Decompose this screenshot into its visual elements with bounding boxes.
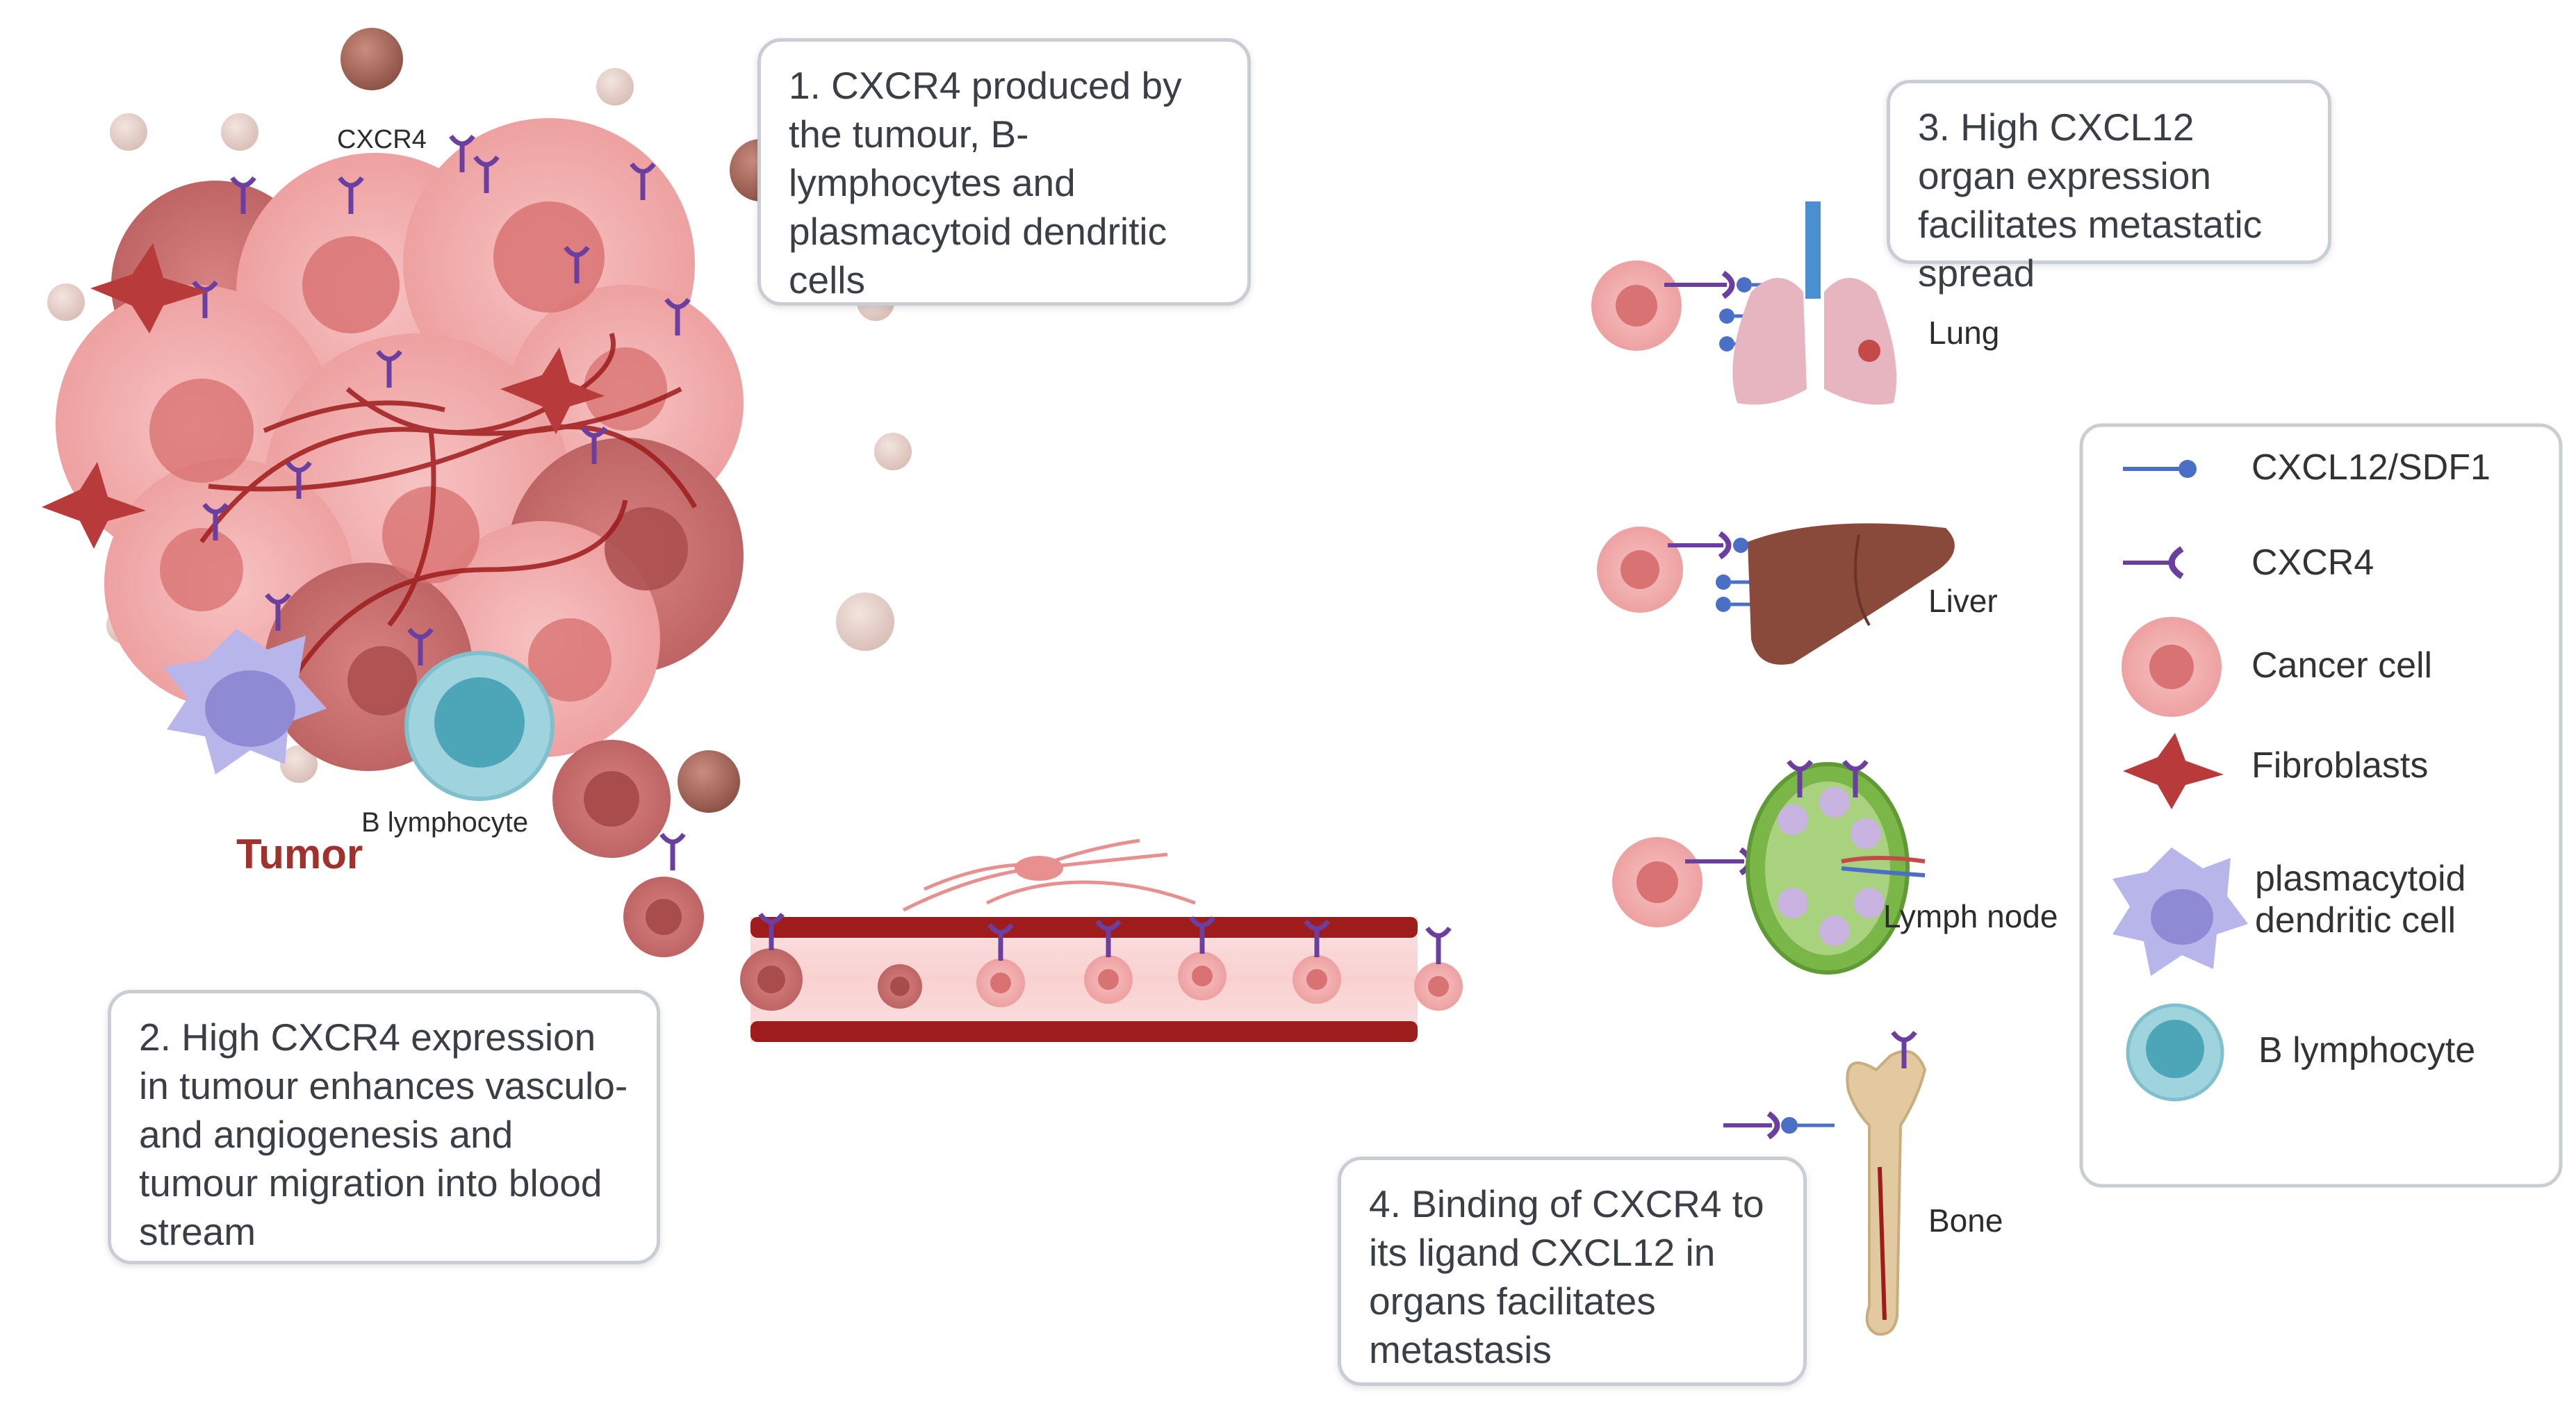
liver-organ (1597, 523, 1955, 665)
cxcr4-label: CXCR4 (337, 125, 427, 154)
step-1-box: 1. CXCR4 produced by the tumour, B-lymph… (757, 38, 1251, 306)
plasmacytoid-dendritic-cell (163, 629, 327, 775)
legend-cxcr4: CXCR4 (2251, 543, 2374, 583)
migrating-cancer-cells (552, 740, 704, 957)
step-1-text: 1. CXCR4 produced by the tumour, B-lymph… (789, 64, 1182, 301)
legend-pdc: plasmacytoid dendritic cell (2255, 859, 2466, 941)
step-3-text: 3. High CXCL12 organ expression facilita… (1918, 106, 2263, 295)
legend-fibroblasts: Fibroblasts (2251, 745, 2429, 786)
step-2-box: 2. High CXCR4 expression in tumour enhan… (108, 990, 660, 1264)
step-2-text: 2. High CXCR4 expression in tumour enhan… (139, 1016, 628, 1253)
b-lymphocyte-cell (404, 651, 555, 801)
step-3-box: 3. High CXCL12 organ expression facilita… (1887, 80, 2331, 295)
lung-organ (1591, 201, 1897, 405)
bone-label: Bone (1928, 1202, 2003, 1239)
liver-label: Liver (1928, 583, 1998, 619)
lymph-node-label: Lymph node (1883, 898, 2058, 934)
lung-label: Lung (1928, 315, 2000, 351)
legend-cancer-cell: Cancer cell (2251, 645, 2433, 686)
fibroblast-cells (42, 243, 605, 549)
legend-b-lymphocyte: B lymphocyte (2258, 1030, 2476, 1070)
step-4-box: 4. Binding of CXCR4 to its ligand CXCL12… (1338, 1157, 1807, 1386)
bone-organ (1723, 1032, 1927, 1336)
step-4-text: 4. Binding of CXCR4 to its ligand CXCL12… (1369, 1182, 1764, 1371)
tumor-mass (56, 118, 744, 771)
tumor-label: Tumor (236, 831, 363, 877)
legend-symbols (2113, 460, 2248, 1102)
lymph-node-organ (1612, 761, 1926, 975)
legend-cxcl12: CXCL12/SDF1 (2251, 447, 2491, 488)
b-lymphocyte-label: B lymphocyte (361, 807, 529, 838)
blood-vessel (740, 838, 1463, 1042)
legend-frame (2079, 423, 2563, 1188)
